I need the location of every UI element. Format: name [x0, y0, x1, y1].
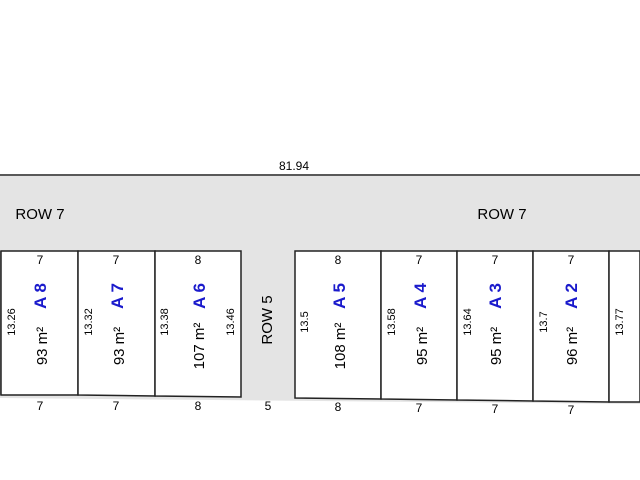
lot-a3-top-width: 7	[492, 253, 499, 267]
lot-a5-top-width: 8	[335, 253, 342, 267]
road-label-row7-left: ROW 7	[15, 206, 64, 223]
lot-a3-bottom-width: 7	[492, 402, 499, 416]
lot-a4-top-width: 7	[416, 253, 423, 267]
lot-a5-left-depth: 13.5	[299, 311, 311, 332]
lot-a7-left-depth: 13.32	[83, 308, 95, 336]
lot-a8-top-width: 7	[37, 253, 44, 267]
lot-a2-top-width: 7	[568, 253, 575, 267]
lot-a6-id: A 6	[190, 283, 209, 309]
lot-a2-right-depth: 13.77	[614, 308, 626, 336]
lot-a8-id: A 8	[31, 283, 50, 309]
lot-a5-id: A 5	[330, 283, 349, 309]
lot-a8-left-depth: 13.26	[6, 308, 18, 336]
lot-a6-bottom-width: 8	[195, 399, 202, 413]
lot-a2-bottom-width: 7	[568, 403, 575, 417]
road-bottom-strip	[0, 395, 640, 404]
lot-a3-left-depth: 13.64	[462, 308, 474, 336]
road-label-row7-right: ROW 7	[477, 206, 526, 223]
lot-a7-id: A 7	[108, 283, 127, 309]
lot-a4-area: 95 m²	[414, 327, 431, 365]
lot-a2-left-depth: 13.7	[538, 311, 550, 332]
road-row-7	[0, 176, 640, 251]
lot-a6-top-width: 8	[195, 253, 202, 267]
road-label-row5: ROW 5	[259, 295, 276, 344]
lot-a1-partial	[608, 250, 640, 403]
lot-a6-right-depth: 13.46	[225, 308, 237, 336]
lot-a2-id: A 2	[562, 283, 581, 309]
lot-a6-left-depth: 13.38	[159, 308, 171, 336]
lot-a8-bottom-width: 7	[37, 399, 44, 413]
lot-a4-bottom-width: 7	[416, 401, 423, 415]
lot-a6	[154, 250, 242, 398]
lot-a3-id: A 3	[486, 283, 505, 309]
row5-bottom-width: 5	[265, 399, 272, 413]
lot-a8-area: 93 m²	[34, 327, 51, 365]
top-dimension-label: 81.94	[279, 159, 309, 173]
lot-a5-area: 108 m²	[332, 323, 349, 370]
lot-a3-area: 95 m²	[488, 327, 505, 365]
lot-a6-area: 107 m²	[191, 323, 208, 370]
lot-a7-top-width: 7	[113, 253, 120, 267]
lot-outlines	[0, 250, 640, 403]
road-row-5	[241, 250, 295, 398]
lot-a5-bottom-width: 8	[335, 400, 342, 414]
lot-a7-bottom-width: 7	[113, 399, 120, 413]
lot-a4-left-depth: 13.58	[386, 308, 398, 336]
lot-a7-area: 93 m²	[111, 327, 128, 365]
lot-a4-id: A 4	[411, 283, 430, 309]
lot-a2-area: 96 m²	[564, 327, 581, 365]
